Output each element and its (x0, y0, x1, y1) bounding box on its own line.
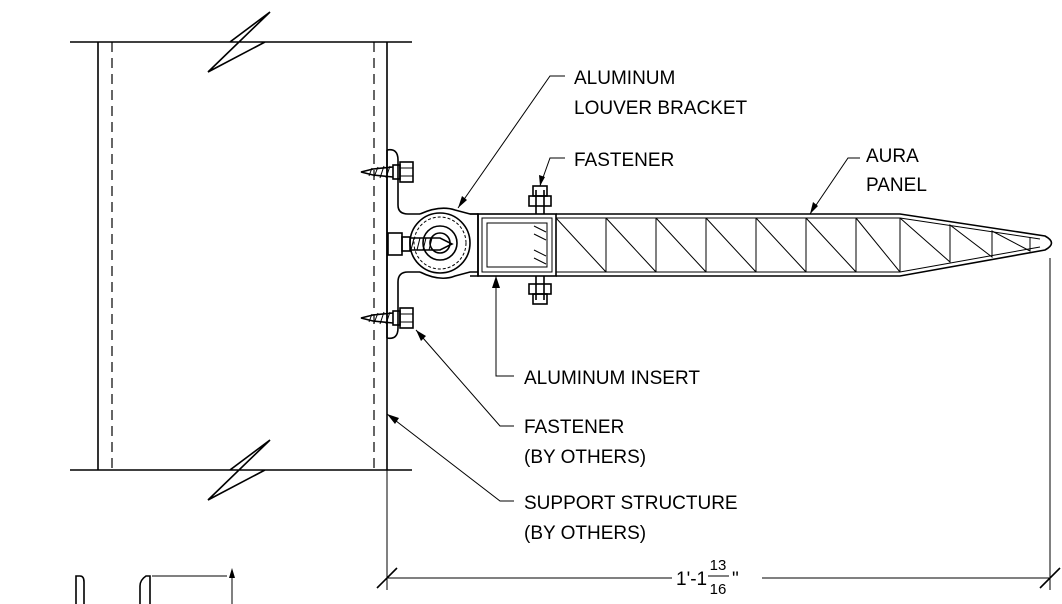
wood-screw-bottom (360, 307, 414, 329)
label-bracket-line1: ALUMINUM (574, 68, 675, 89)
label-fastener: FASTENER (574, 150, 674, 171)
aluminum-insert (477, 185, 557, 305)
partial-detail-fragment (75, 568, 235, 604)
label-support-line2: (BY OTHERS) (524, 523, 646, 544)
aluminum-louver-bracket (386, 148, 479, 340)
aura-panel (555, 213, 1053, 277)
wood-screw-top (360, 161, 414, 183)
dimension-numerator: 13 (710, 557, 727, 574)
overall-dimension: 1'-1 13 16 " (376, 258, 1061, 598)
callout-labels: ALUMINUM LOUVER BRACKET FASTENER AURA PA… (524, 68, 927, 544)
label-aluminum-insert: ALUMINUM INSERT (524, 368, 700, 389)
label-aura-line2: PANEL (866, 175, 927, 196)
leader-lines (386, 75, 860, 502)
dimension-denominator: 16 (710, 581, 727, 598)
label-support-line1: SUPPORT STRUCTURE (524, 493, 738, 514)
label-aura-line1: AURA (866, 146, 919, 167)
label-fastener-others-line2: (BY OTHERS) (524, 447, 646, 468)
dimension-whole: 1'-1 (676, 569, 707, 590)
label-fastener-others-line1: FASTENER (524, 417, 624, 438)
label-bracket-line2: LOUVER BRACKET (574, 98, 748, 119)
dimension-unit: " (732, 569, 739, 590)
support-structure (70, 11, 412, 590)
